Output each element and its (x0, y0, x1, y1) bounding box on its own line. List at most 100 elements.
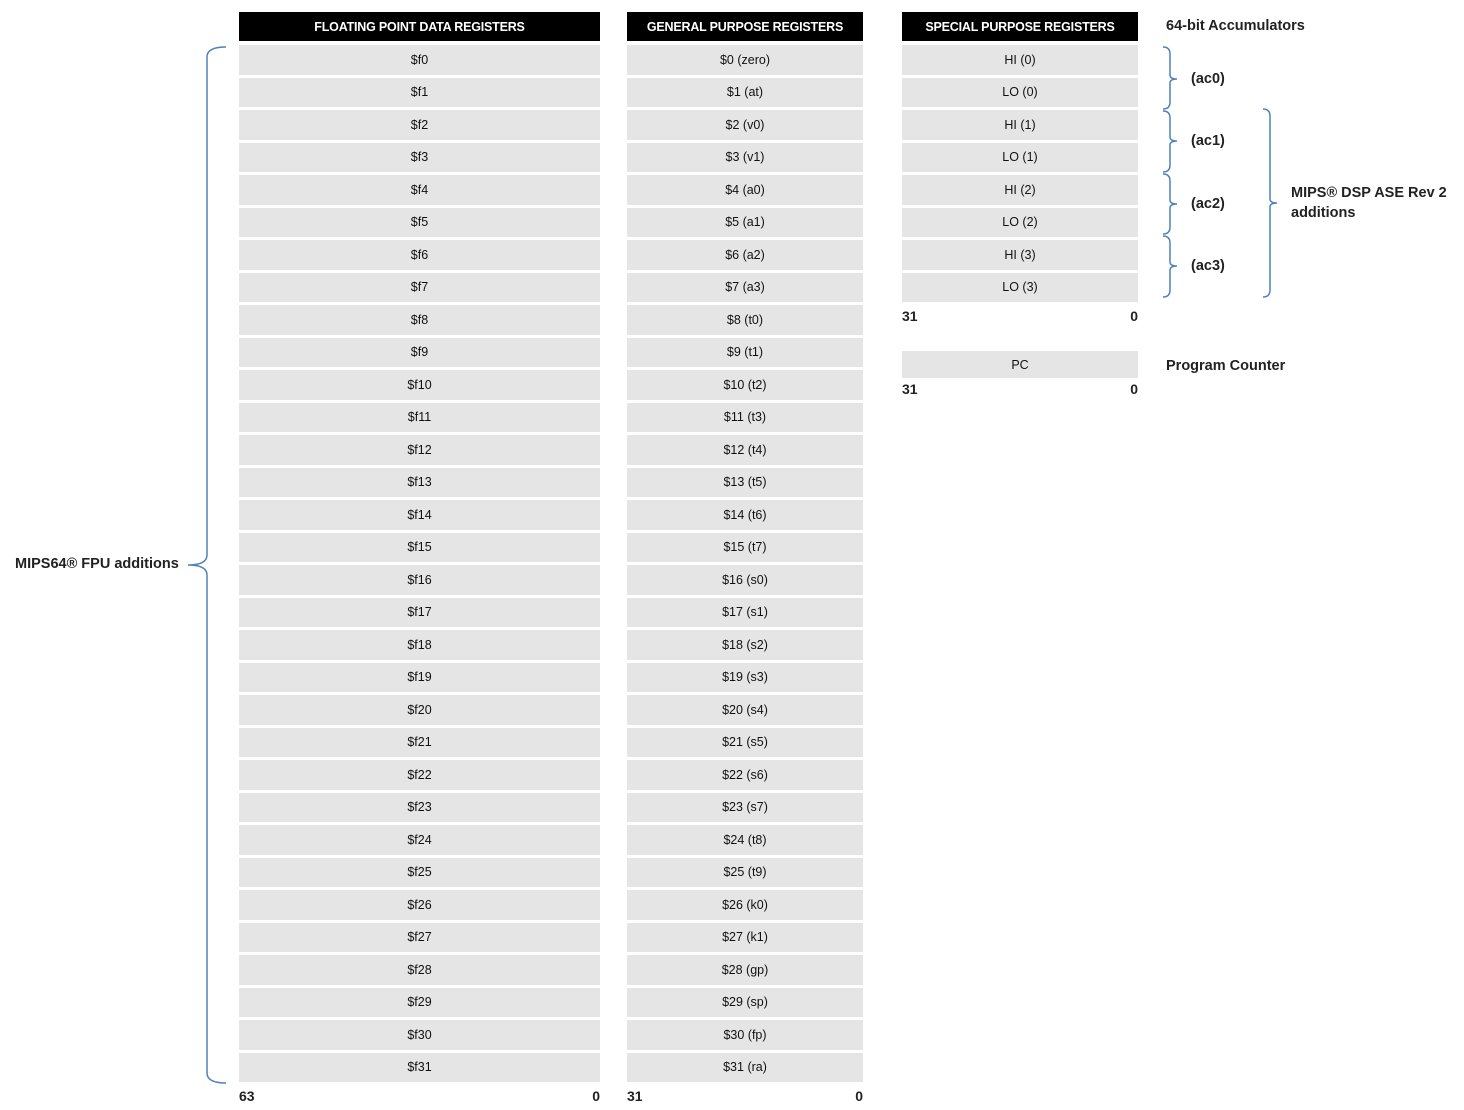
fp-register: $f5 (239, 207, 600, 237)
gp-register: $9 (t1) (627, 337, 863, 367)
fp-register: $f27 (239, 922, 600, 952)
dsp-bracket (1262, 108, 1278, 298)
fp-register: $f0 (239, 45, 600, 75)
gp-register: $4 (a0) (627, 175, 863, 205)
sp-register: LO (2) (902, 207, 1138, 237)
fp-register: $f7 (239, 272, 600, 302)
fp-register: $f24 (239, 825, 600, 855)
gp-register: $3 (v1) (627, 142, 863, 172)
fp-register: $f3 (239, 142, 600, 172)
fp-register: $f22 (239, 760, 600, 790)
gp-register: $5 (a1) (627, 207, 863, 237)
fp-register: $f19 (239, 662, 600, 692)
fp-register: $f14 (239, 500, 600, 530)
fp-register: $f9 (239, 337, 600, 367)
bit-low-label: 0 (1130, 381, 1138, 397)
fp-register: $f8 (239, 305, 600, 335)
bit-high-label: 31 (902, 308, 918, 324)
fp-register: $f16 (239, 565, 600, 595)
program-counter-panel: PC 31 0 (902, 351, 1138, 397)
dsp-additions-label: MIPS® DSP ASE Rev 2 additions (1291, 183, 1447, 223)
gp-register: $21 (s5) (627, 727, 863, 757)
program-counter-bit-labels: 31 0 (902, 381, 1138, 397)
gp-register: $16 (s0) (627, 565, 863, 595)
sp-register: HI (2) (902, 175, 1138, 205)
bit-high-label: 31 (902, 381, 918, 397)
bit-low-label: 0 (592, 1088, 600, 1104)
accumulator-label-ac0: (ac0) (1191, 71, 1225, 87)
ac3-bracket (1162, 235, 1178, 298)
bit-low-label: 0 (1130, 308, 1138, 324)
general-purpose-register-list: $0 (zero)$1 (at)$2 (v0)$3 (v1)$4 (a0)$5 … (627, 45, 863, 1085)
special-purpose-register-list: HI (0)LO (0)HI (1)LO (1)HI (2)LO (2)HI (… (902, 45, 1138, 305)
fp-register: $f26 (239, 890, 600, 920)
gp-register: $28 (gp) (627, 955, 863, 985)
gp-register: $27 (k1) (627, 922, 863, 952)
ac2-bracket (1162, 173, 1178, 235)
fp-register: $f29 (239, 987, 600, 1017)
gp-register: $26 (k0) (627, 890, 863, 920)
gp-register: $11 (t3) (627, 402, 863, 432)
sp-register: HI (3) (902, 240, 1138, 270)
floating-point-register-list: $f0$f1$f2$f3$f4$f5$f6$f7$f8$f9$f10$f11$f… (239, 45, 600, 1085)
fp-register: $f6 (239, 240, 600, 270)
fp-register: $f12 (239, 435, 600, 465)
fp-register: $f25 (239, 857, 600, 887)
gp-register: $1 (at) (627, 77, 863, 107)
bit-high-label: 63 (239, 1088, 255, 1104)
fp-register: $f10 (239, 370, 600, 400)
gp-register: $17 (s1) (627, 597, 863, 627)
gp-register: $15 (t7) (627, 532, 863, 562)
gp-register: $23 (s7) (627, 792, 863, 822)
fpu-bracket (187, 46, 227, 1084)
gp-register: $19 (s3) (627, 662, 863, 692)
general-purpose-header: GENERAL PURPOSE REGISTERS (627, 12, 863, 41)
fp-register: $f11 (239, 402, 600, 432)
sp-register: LO (1) (902, 142, 1138, 172)
bit-high-label: 31 (627, 1088, 643, 1104)
fp-register: $f17 (239, 597, 600, 627)
fp-register: $f21 (239, 727, 600, 757)
sp-register: LO (0) (902, 77, 1138, 107)
floating-point-register-panel: FLOATING POINT DATA REGISTERS $f0$f1$f2$… (239, 12, 600, 1104)
dsp-additions-line-1: MIPS® DSP ASE Rev 2 (1291, 185, 1447, 201)
accumulators-heading: 64-bit Accumulators (1166, 18, 1305, 34)
gp-register: $7 (a3) (627, 272, 863, 302)
special-purpose-bit-labels: 31 0 (902, 308, 1138, 324)
gp-register: $24 (t8) (627, 825, 863, 855)
gp-register: $2 (v0) (627, 110, 863, 140)
fp-register: $f4 (239, 175, 600, 205)
accumulator-label-ac3: (ac3) (1191, 258, 1225, 274)
gp-register: $6 (a2) (627, 240, 863, 270)
fp-register: $f15 (239, 532, 600, 562)
general-purpose-register-panel: GENERAL PURPOSE REGISTERS $0 (zero)$1 (a… (627, 12, 863, 1104)
accumulator-label-ac1: (ac1) (1191, 133, 1225, 149)
gp-register: $10 (t2) (627, 370, 863, 400)
gp-register: $14 (t6) (627, 500, 863, 530)
gp-register: $22 (s6) (627, 760, 863, 790)
fp-register: $f30 (239, 1020, 600, 1050)
gp-register: $29 (sp) (627, 987, 863, 1017)
floating-point-header: FLOATING POINT DATA REGISTERS (239, 12, 600, 41)
dsp-additions-line-2: additions (1291, 205, 1356, 221)
ac0-bracket (1162, 46, 1178, 110)
bit-low-label: 0 (855, 1088, 863, 1104)
special-purpose-register-panel: SPECIAL PURPOSE REGISTERS HI (0)LO (0)HI… (902, 12, 1138, 324)
fp-register: $f13 (239, 467, 600, 497)
gp-register: $31 (ra) (627, 1052, 863, 1082)
gp-register: $25 (t9) (627, 857, 863, 887)
fp-register: $f31 (239, 1052, 600, 1082)
gp-register: $20 (s4) (627, 695, 863, 725)
gp-register: $30 (fp) (627, 1020, 863, 1050)
fp-register: $f2 (239, 110, 600, 140)
fp-register: $f1 (239, 77, 600, 107)
floating-point-bit-labels: 63 0 (239, 1088, 600, 1104)
fp-register: $f18 (239, 630, 600, 660)
general-purpose-bit-labels: 31 0 (627, 1088, 863, 1104)
sp-register: HI (0) (902, 45, 1138, 75)
ac1-bracket (1162, 110, 1178, 173)
pc-register: PC (902, 351, 1138, 378)
gp-register: $13 (t5) (627, 467, 863, 497)
gp-register: $0 (zero) (627, 45, 863, 75)
